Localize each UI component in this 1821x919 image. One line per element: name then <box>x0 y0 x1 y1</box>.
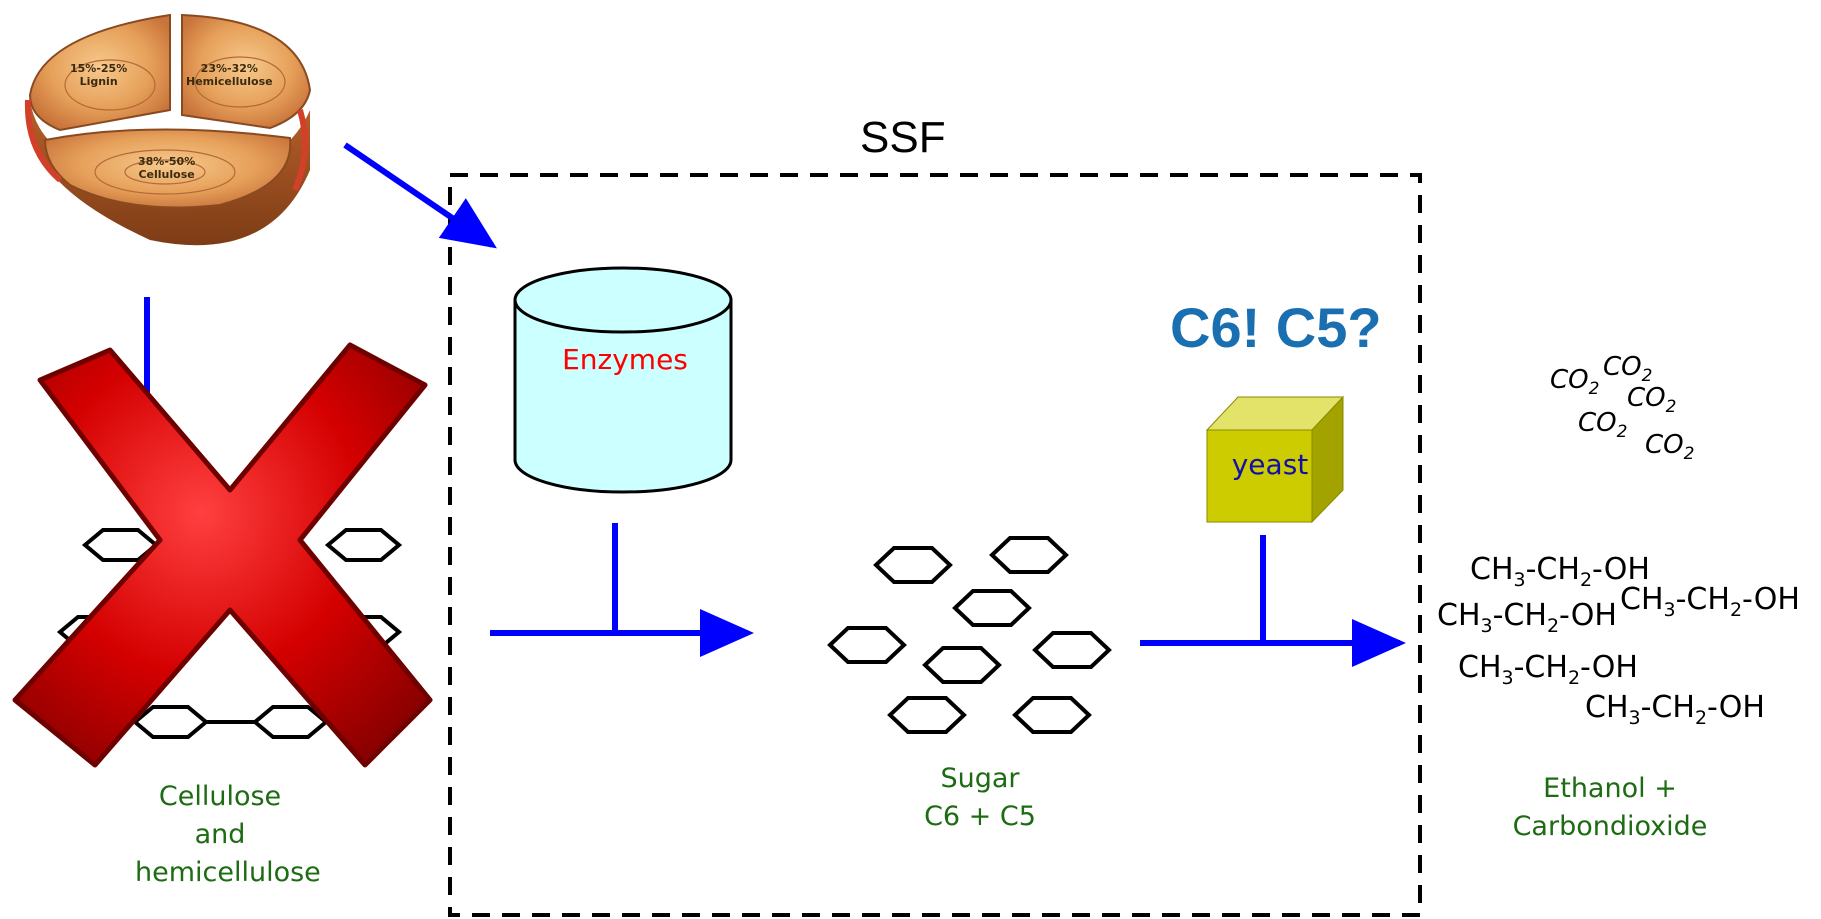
enzymes-label: Enzymes <box>562 343 688 376</box>
yeast-cube <box>1205 395 1345 524</box>
cellulose-caption: Cellulose and hemicellulose <box>135 781 321 888</box>
product-caption: Ethanol + Carbondioxide <box>1512 773 1708 842</box>
feed-arrow <box>343 142 497 249</box>
enzymes-cylinder <box>513 266 733 494</box>
ssf-label: SSF <box>860 113 946 162</box>
ethanol-molecule: CH3-CH2-OH <box>1585 690 1765 729</box>
yeast-label: yeast <box>1231 448 1309 481</box>
ethanol-molecule: CH3-CH2-OH <box>1470 552 1650 591</box>
question-label: C6! C5? <box>1170 296 1382 359</box>
cellulose-label: 38%-50%Cellulose <box>138 155 196 181</box>
ethanol-molecule: CH3-CH2-OH <box>1437 598 1617 637</box>
lignin-label: 15%-25%Lignin <box>70 62 128 88</box>
rejected-cross-icon <box>12 342 433 768</box>
sugar-caption: Sugar C6 + C5 <box>924 763 1036 832</box>
co2-molecule: CO2 <box>1627 383 1677 418</box>
co2-molecule: CO2 <box>1550 365 1600 400</box>
co2-molecule: CO2 <box>1578 408 1628 443</box>
ethanol-molecule: CH3-CH2-OH <box>1620 582 1800 621</box>
wood-pie-image <box>24 13 312 246</box>
hemicellulose-label: 23%-32%Hemicellulose <box>186 62 273 88</box>
sugar-molecules <box>827 536 1112 734</box>
co2-molecule: CO2 <box>1645 430 1695 465</box>
ssf-box <box>448 173 1422 917</box>
co2-molecule: CO2 <box>1603 352 1653 387</box>
ethanol-molecule: CH3-CH2-OH <box>1458 650 1638 689</box>
